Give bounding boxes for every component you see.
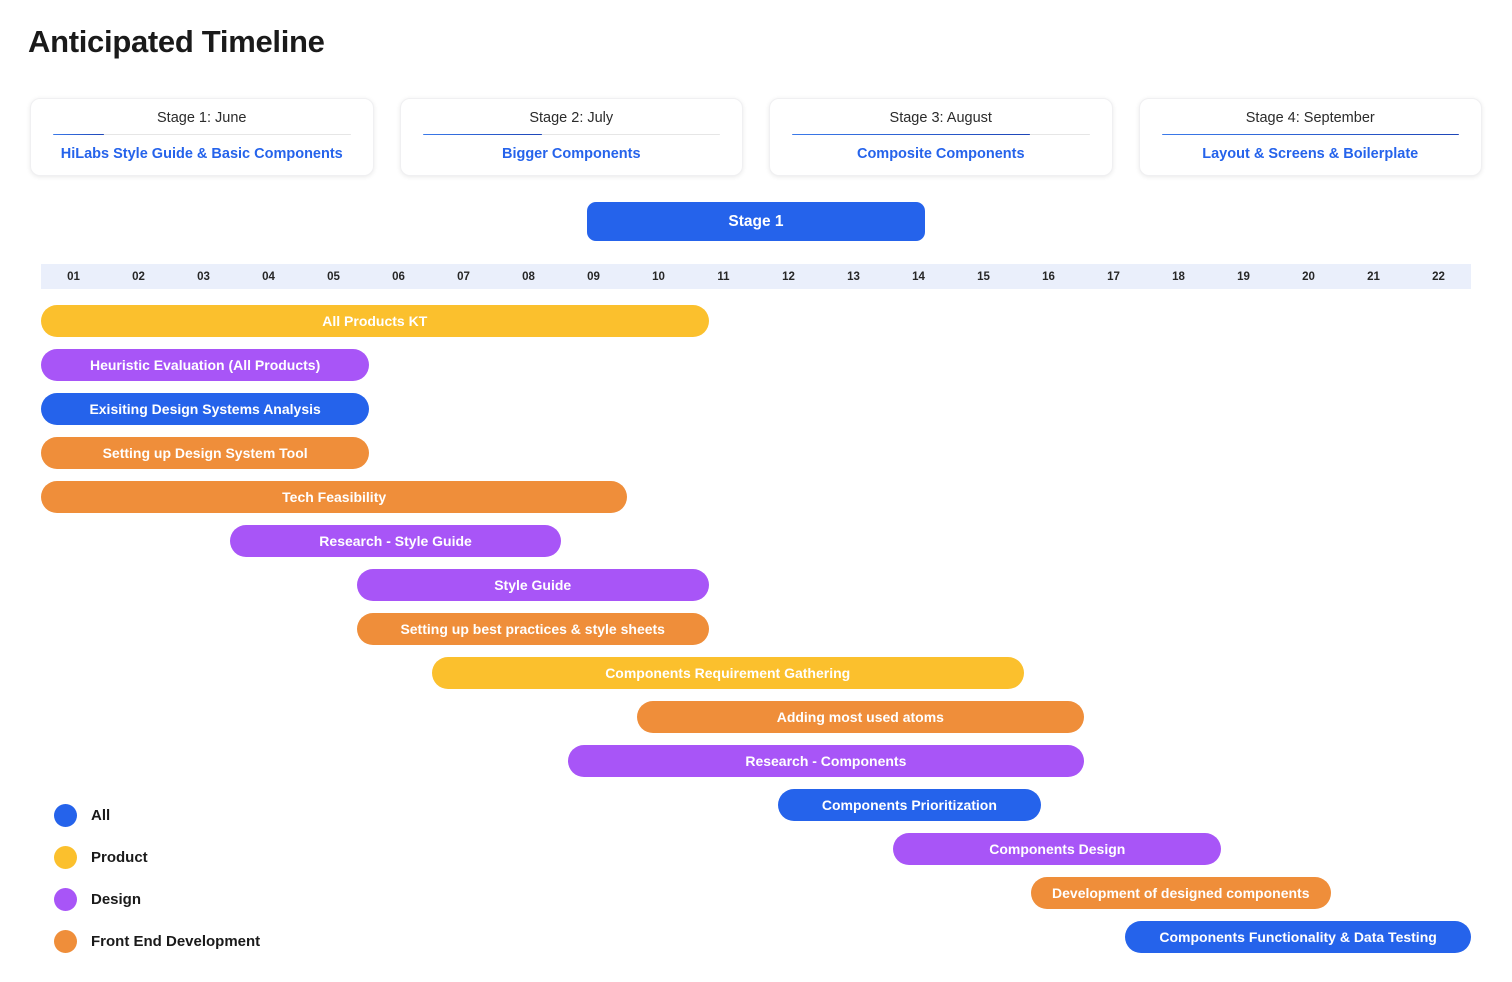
stage-card-2[interactable]: Stage 2: July Bigger Components	[399, 98, 743, 176]
stage-card-title: Stage 2: July	[529, 110, 614, 126]
legend-label: Front End Development	[91, 933, 261, 950]
day-cell-12: 12	[782, 270, 795, 283]
day-cell-01: 01	[67, 270, 80, 283]
legend-item[interactable]: All	[54, 804, 260, 827]
day-cell-04: 04	[262, 270, 275, 283]
gantt-bar[interactable]: Style Guide	[356, 569, 709, 601]
stage-progress-bar	[422, 134, 720, 135]
legend-color-swatch-icon	[54, 888, 77, 911]
legend-color-swatch-icon	[54, 804, 77, 827]
day-cell-09: 09	[587, 270, 600, 283]
stage-progress-fill	[422, 134, 542, 135]
gantt-bar[interactable]: Setting up best practices & style sheets	[356, 613, 709, 645]
stage-card-4[interactable]: Stage 4: September Layout & Screens & Bo…	[1138, 98, 1482, 176]
legend-label: All	[91, 807, 111, 824]
stage-card-title: Stage 3: August	[889, 110, 992, 126]
legend-item[interactable]: Design	[54, 888, 260, 911]
gantt-bar[interactable]: Setting up Design System Tool	[41, 437, 370, 469]
gantt-bar[interactable]: Research - Style Guide	[230, 525, 561, 557]
legend-color-swatch-icon	[54, 930, 77, 953]
gantt-bar[interactable]: Research - Components	[568, 745, 1084, 777]
active-stage-button[interactable]: Stage 1	[587, 202, 925, 241]
gantt-bar[interactable]: Components Design	[893, 833, 1222, 865]
day-cell-06: 06	[392, 270, 405, 283]
stage-progress-fill	[792, 134, 1030, 135]
legend-color-swatch-icon	[54, 846, 77, 869]
stage-progress-fill	[53, 134, 104, 135]
stage-progress-bar	[53, 134, 351, 135]
legend-item[interactable]: Front End Development	[54, 930, 260, 953]
gantt-bar[interactable]: Tech Feasibility	[41, 481, 628, 513]
gantt-bar[interactable]: Components Functionality & Data Testing	[1125, 921, 1471, 953]
day-cell-11: 11	[717, 270, 730, 283]
gantt-bar[interactable]: Components Prioritization	[778, 789, 1041, 821]
day-cell-14: 14	[912, 270, 925, 283]
page-title: Anticipated Timeline	[28, 24, 325, 59]
gantt-bar[interactable]: Development of designed components	[1030, 877, 1331, 909]
stage-card-3[interactable]: Stage 3: August Composite Components	[769, 98, 1113, 176]
day-cell-16: 16	[1042, 270, 1055, 283]
stage-card-title: Stage 4: September	[1245, 110, 1375, 126]
stage-card-subtitle: HiLabs Style Guide & Basic Components	[60, 146, 343, 162]
day-cell-18: 18	[1172, 270, 1185, 283]
legend-label: Product	[91, 849, 148, 866]
stage-card-subtitle: Bigger Components	[501, 146, 641, 162]
day-cell-13: 13	[847, 270, 860, 283]
day-cell-05: 05	[327, 270, 340, 283]
gantt-bar[interactable]: Exisiting Design Systems Analysis	[41, 393, 370, 425]
gantt-bar[interactable]: Adding most used atoms	[637, 701, 1084, 733]
stage-progress-bar	[1161, 134, 1459, 135]
day-cell-19: 19	[1237, 270, 1250, 283]
stage-card-1[interactable]: Stage 1: June HiLabs Style Guide & Basic…	[30, 98, 374, 176]
day-cell-22: 22	[1432, 270, 1445, 283]
day-cell-17: 17	[1107, 270, 1120, 283]
day-header-row: 01 02 03 04 05 06 07 08 09 10 11 12 13 14 15 16 17 18 19 20…	[41, 264, 1471, 289]
day-cell-02: 02	[132, 270, 145, 283]
stage-card-subtitle: Composite Components	[856, 146, 1025, 162]
day-cell-07: 07	[457, 270, 470, 283]
day-cell-15: 15	[977, 270, 990, 283]
gantt-bar[interactable]: Components Requirement Gathering	[431, 657, 1024, 689]
stage-progress-fill	[1161, 134, 1459, 135]
day-cell-03: 03	[197, 270, 210, 283]
gantt-bar[interactable]: All Products KT	[41, 305, 709, 337]
stage-progress-bar	[792, 134, 1090, 135]
day-cell-21: 21	[1367, 270, 1380, 283]
day-cell-10: 10	[652, 270, 665, 283]
stage-cards-row: Stage 1: June HiLabs Style Guide & Basic…	[30, 98, 1482, 176]
gantt-bar[interactable]: Heuristic Evaluation (All Products)	[41, 349, 370, 381]
legend-item[interactable]: Product	[54, 846, 260, 869]
day-cell-08: 08	[522, 270, 535, 283]
stage-card-subtitle: Layout & Screens & Boilerplate	[1202, 146, 1419, 162]
legend-label: Design	[91, 891, 142, 908]
stage-card-title: Stage 1: June	[157, 110, 247, 126]
day-cell-20: 20	[1302, 270, 1315, 283]
